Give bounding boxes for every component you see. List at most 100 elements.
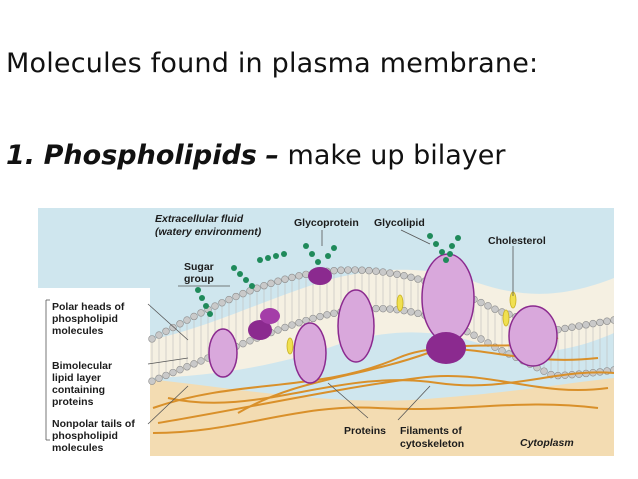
outer-head <box>288 273 296 282</box>
protein-1 <box>208 328 238 378</box>
inner-head <box>414 309 422 318</box>
inner-head <box>309 314 317 323</box>
inner-head <box>246 337 254 345</box>
label-polar-2: phospholipid <box>52 313 118 325</box>
outer-head <box>260 282 268 290</box>
membrane-figure: Extracellular fluid (watery environment)… <box>38 208 614 456</box>
outer-head <box>232 292 240 301</box>
protein-7 <box>421 253 475 343</box>
outer-head <box>239 289 247 298</box>
label-glycolipid: Glycolipid <box>374 217 425 229</box>
inner-head <box>477 335 485 343</box>
outer-head <box>414 275 422 283</box>
outer-head <box>358 266 366 274</box>
outer-head <box>225 295 233 304</box>
inner-head <box>330 309 338 317</box>
label-sugar-1: Sugar <box>184 261 214 273</box>
protein-5 <box>337 289 375 363</box>
label-extracellular-2: (watery environment) <box>155 226 262 238</box>
outer-head <box>162 327 170 336</box>
outer-head <box>344 266 352 274</box>
outer-head <box>337 266 345 274</box>
outer-head <box>568 323 576 331</box>
label-polar-1: Polar heads of <box>52 301 125 313</box>
protein-6 <box>308 267 332 285</box>
outer-head <box>400 272 408 280</box>
bullet-phospholipids: 1. Phospholipids – make up bilayer <box>6 140 505 171</box>
inner-head <box>316 312 324 321</box>
label-filaments-1: Filaments of <box>400 425 462 437</box>
membrane-diagram: Extracellular fluid (watery environment)… <box>38 208 614 456</box>
label-glycoprotein: Glycoprotein <box>294 217 359 229</box>
inner-head <box>169 368 177 377</box>
label-proteins: Proteins <box>344 425 386 437</box>
outer-head <box>386 269 394 277</box>
outer-head <box>589 319 597 328</box>
inner-head <box>540 367 548 375</box>
outer-head <box>561 324 569 333</box>
inner-head <box>323 311 331 319</box>
outer-head <box>351 266 359 274</box>
inner-head <box>183 363 191 371</box>
label-cytoplasm: Cytoplasm <box>520 437 574 449</box>
outer-head <box>218 299 226 307</box>
outer-head <box>372 267 380 275</box>
outer-head <box>274 277 282 285</box>
label-bimolecular-2: lipid layer <box>52 372 101 384</box>
outer-head <box>281 275 289 283</box>
outer-head <box>477 298 485 307</box>
outer-head <box>155 331 163 339</box>
outer-head <box>190 312 198 321</box>
protein-8 <box>426 332 466 364</box>
inner-head <box>155 374 163 382</box>
inner-head <box>372 304 380 313</box>
outer-head <box>183 316 191 324</box>
outer-head <box>267 279 275 288</box>
outer-head <box>176 320 184 328</box>
protein-9 <box>508 305 558 367</box>
inner-head <box>274 326 282 334</box>
inner-head <box>176 365 184 374</box>
inner-head <box>386 305 394 313</box>
inner-head <box>148 377 156 385</box>
inner-head <box>281 323 289 332</box>
outer-head <box>596 318 604 327</box>
label-nonpolar-2: phospholipid <box>52 430 118 442</box>
leader-lines <box>45 229 514 441</box>
inner-head <box>379 304 387 313</box>
bullet-dash: – <box>265 140 279 171</box>
label-bimolecular-4: proteins <box>52 396 94 408</box>
inner-head <box>498 347 506 355</box>
lipid-bilayer-core <box>150 269 614 378</box>
outer-head <box>379 268 387 276</box>
bullet-number: 1. <box>6 140 36 171</box>
label-sugar-2: group <box>184 273 214 285</box>
bullet-term: Phospholipids <box>43 140 257 171</box>
label-bimolecular-1: Bimolecular <box>52 360 112 372</box>
inner-head <box>407 308 415 316</box>
label-nonpolar-1: Nonpolar tails of <box>52 418 135 430</box>
outer-head <box>197 309 205 317</box>
inner-head <box>295 319 303 327</box>
label-extracellular-1: Extracellular fluid <box>155 213 244 225</box>
outer-head <box>169 323 177 332</box>
label-nonpolar-3: molecules <box>52 442 104 454</box>
protein-2 <box>248 320 272 340</box>
slide-title: Molecules found in plasma membrane: <box>6 48 539 79</box>
inner-head <box>239 339 247 348</box>
cholesterol-molecules <box>286 291 517 355</box>
outer-head <box>407 273 415 282</box>
inner-head <box>288 321 296 329</box>
outer-head <box>603 317 611 325</box>
inner-head <box>197 357 205 365</box>
label-bimolecular-3: containing <box>52 384 105 396</box>
outer-head <box>575 322 583 330</box>
cytoplasm-region <box>138 378 614 456</box>
outer-head <box>211 302 219 310</box>
label-polar-3: molecules <box>52 325 104 337</box>
outer-head <box>582 321 590 329</box>
outer-head <box>491 305 499 313</box>
outer-head <box>295 272 303 280</box>
inner-head <box>190 360 198 368</box>
outer-head <box>330 266 338 275</box>
